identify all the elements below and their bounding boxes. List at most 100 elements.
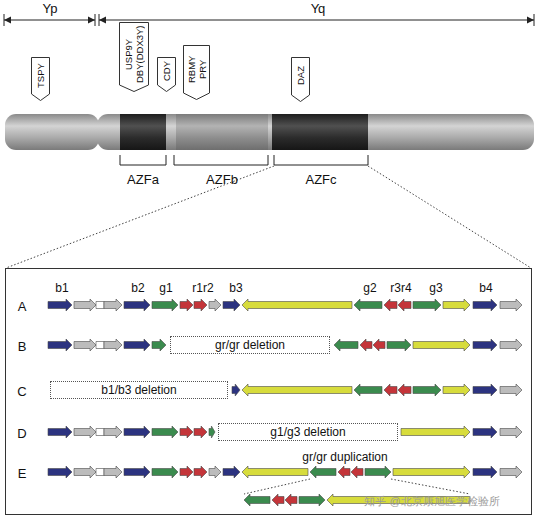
row-letter: A <box>18 300 27 313</box>
amplicon-arrow <box>413 299 441 311</box>
gene-name: CDY <box>161 58 172 84</box>
row-letter: C <box>17 385 26 398</box>
amplicon-name: b2 <box>131 282 144 294</box>
gene-flag: TSPY <box>31 57 50 101</box>
amplicon-arrow <box>180 426 193 438</box>
flag-text-area: CDY <box>157 57 176 85</box>
amplicon-name: r1r2 <box>192 282 213 294</box>
row-letter: D <box>17 427 26 440</box>
amplicon-arrow <box>384 299 397 311</box>
deletion-name: g1/g3 deletion <box>270 425 345 439</box>
flag-text-area: RBMY PRY <box>183 45 210 93</box>
amplicon-arrow <box>48 299 72 311</box>
short-arm <box>5 114 99 150</box>
amplicon-arrow <box>351 466 363 478</box>
amplicon-arrow <box>74 426 96 438</box>
amplicon-arrow <box>299 494 325 506</box>
amplicon-arrow <box>473 299 497 311</box>
deletion-name: b1/b3 deletion <box>101 383 176 397</box>
amplicon-arrow <box>223 466 240 478</box>
amplicon-arrow <box>500 426 522 438</box>
arm-name: Yp <box>43 2 58 15</box>
amplicon-arrow <box>401 426 470 438</box>
amplicon-arrow <box>223 299 240 311</box>
amplicon-arrow <box>285 494 297 506</box>
amplicon-arrow <box>124 466 150 478</box>
amplicon-arrow <box>104 426 122 438</box>
amplicon-arrow <box>152 426 178 438</box>
long-arm <box>97 114 534 150</box>
amplicon-arrow <box>272 494 284 506</box>
amplicon-arrow <box>180 299 193 311</box>
gene-name: RBMY PRY <box>186 54 208 84</box>
chromosome-band <box>272 114 368 150</box>
amplicon-arrow <box>194 299 207 311</box>
amplicon-arrow <box>387 339 411 351</box>
amplicon-arrow <box>242 384 352 396</box>
gene-name: TSPY <box>35 58 46 94</box>
amplicon-name: b1 <box>55 282 68 294</box>
amplicon-arrow <box>124 299 150 311</box>
arrow-head <box>99 17 106 24</box>
amplicon-name: b4 <box>479 282 492 294</box>
amplicon-arrow <box>398 299 411 311</box>
row-letter: B <box>18 340 27 353</box>
amplicon-name: g1 <box>159 282 172 294</box>
deletion-box: g1/g3 deletion <box>218 423 398 441</box>
amplicon-arrow <box>96 302 104 309</box>
amplicon-name: g3 <box>429 282 442 294</box>
amplicon-arrow <box>413 384 441 396</box>
amplicon-row <box>48 299 522 311</box>
amplicon-name: g2 <box>363 282 376 294</box>
chromosome <box>5 114 534 150</box>
amplicon-arrow <box>334 339 358 351</box>
amplicon-arrow <box>194 426 207 438</box>
flag-text-area: TSPY <box>31 57 50 94</box>
amplicon-arrow <box>242 299 352 311</box>
amplicon-arrow <box>354 299 382 311</box>
amplicon-arrow <box>104 466 122 478</box>
arrow-head <box>4 17 11 24</box>
amplicon-arrow <box>310 466 336 478</box>
flag-text-area: DAZ <box>291 57 310 95</box>
amplicon-arrow <box>124 339 150 351</box>
arrow-head <box>527 17 534 24</box>
flag-shape <box>158 58 176 92</box>
flag-shape <box>184 46 210 100</box>
amplicon-arrow <box>473 426 497 438</box>
flag-text-area: USP9Y DBY(DDX3Y) <box>119 22 149 85</box>
amplicon-arrow <box>152 466 178 478</box>
gene-name: USP9Y DBY(DDX3Y) <box>123 23 145 85</box>
amplicon-arrow <box>104 339 122 351</box>
amplicon-arrow <box>500 384 522 396</box>
region-name: AZFb <box>206 173 238 186</box>
zoom-line <box>368 166 531 268</box>
amplicon-name: r3r4 <box>390 282 411 294</box>
amplicon-arrow <box>74 466 96 478</box>
amplicon-arrow <box>443 384 470 396</box>
chromosome-band <box>120 114 166 150</box>
gene-name: DAZ <box>295 60 306 92</box>
flag-shape <box>292 58 310 102</box>
arm-name: Yq <box>311 2 326 15</box>
duplication-name: gr/gr duplication <box>302 451 387 463</box>
region-name: AZFa <box>127 173 159 186</box>
amplicon-arrow <box>96 469 104 476</box>
chromosome-band <box>176 114 268 150</box>
amplicon-arrow <box>443 299 470 311</box>
extent-line <box>99 20 534 21</box>
amplicon-arrow <box>398 384 411 396</box>
amplicon-arrow <box>500 339 522 351</box>
amplicon-arrow <box>473 339 497 351</box>
row-letter: E <box>18 467 27 480</box>
duplication-guide <box>244 479 310 494</box>
amplicon-arrow <box>74 299 96 311</box>
duplication-guide <box>391 479 470 494</box>
amplicon-arrow <box>500 466 522 478</box>
amplicon-arrow <box>393 466 470 478</box>
amplicon-row <box>232 384 522 396</box>
arrow-head <box>88 17 95 24</box>
deletion-box: b1/b3 deletion <box>50 381 228 399</box>
